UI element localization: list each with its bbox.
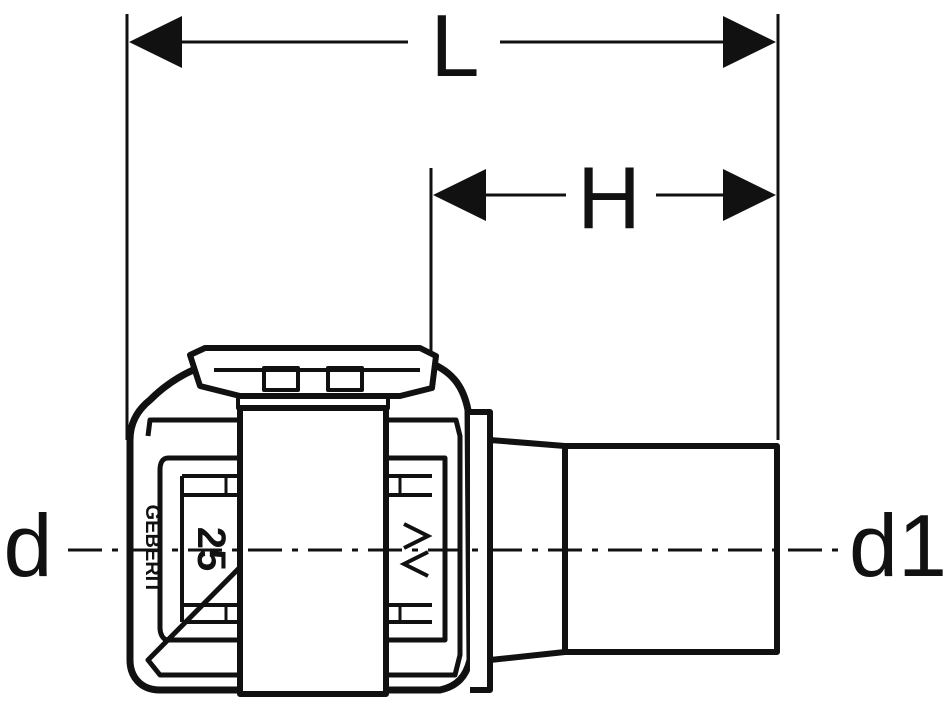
arrowhead-L-right [723,16,776,68]
arrowhead-L-left [129,16,182,68]
arrowhead-H-right [723,169,776,221]
dimension-label-L: L [431,0,480,95]
dimension-label-d1: d1 [849,496,945,595]
dimension-L: L [129,0,776,95]
dimension-label-d: d [4,496,53,595]
fitting-top-tab-left [262,366,300,392]
arrowhead-H-left [433,169,486,221]
insertion-depth-mark-icon [399,522,433,578]
fitting-window-right-inner [386,474,432,624]
fitting-window-left-inner [180,474,240,624]
dimension-H: H [433,148,776,247]
fitting-top-tab-right [326,366,364,392]
fitting-window-left [157,455,243,643]
dimension-label-H: H [577,148,641,247]
fitting-inner-frame [145,417,463,678]
fitting [126,345,780,697]
